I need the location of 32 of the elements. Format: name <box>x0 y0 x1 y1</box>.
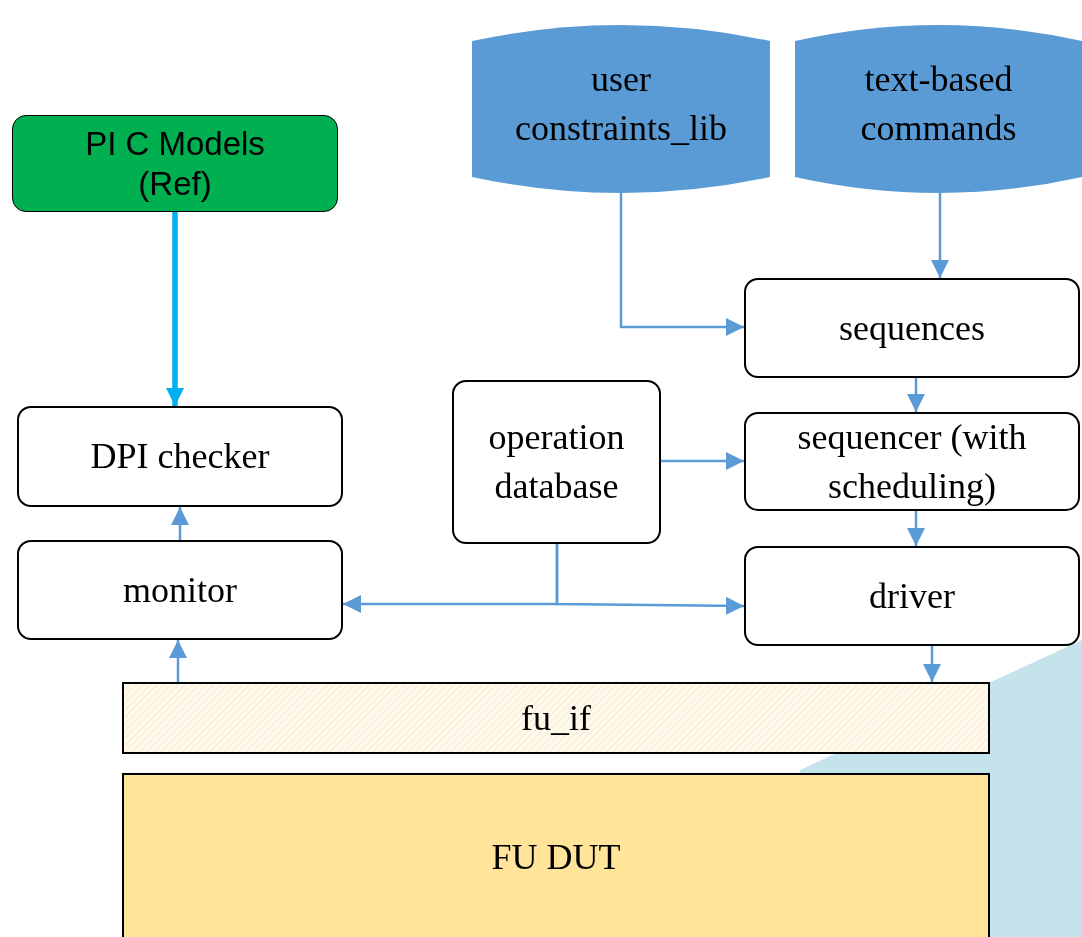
process-box <box>452 380 661 544</box>
node-label: monitor <box>123 568 237 612</box>
database-cylinder <box>472 25 770 193</box>
arrow <box>555 544 744 615</box>
process-box <box>17 540 343 640</box>
arrow <box>907 378 925 412</box>
model-box <box>12 115 338 212</box>
node-label: sequencer (with scheduling) <box>796 415 1028 508</box>
node-label: driver <box>869 574 955 618</box>
arrow <box>166 212 184 406</box>
node-label: sequences <box>839 306 985 350</box>
arrow <box>661 452 744 470</box>
process-box <box>744 412 1080 511</box>
node-label: operation database <box>487 416 626 508</box>
node-label: FU DUT <box>491 836 621 879</box>
arrow <box>619 193 744 336</box>
database-cylinder <box>795 25 1082 193</box>
arrow <box>907 511 925 546</box>
process-box <box>744 546 1080 646</box>
process-box <box>17 406 343 507</box>
interface-bar <box>122 682 990 754</box>
arrow <box>171 507 189 540</box>
node-label: text-based commands <box>859 58 1018 150</box>
node-label: fu_if <box>521 696 591 740</box>
arrow <box>931 193 949 278</box>
node-label: DPI checker <box>90 435 270 479</box>
node-label: PI C Models (Ref) <box>84 123 266 204</box>
arrow <box>923 646 941 682</box>
process-box <box>744 278 1080 378</box>
node-label: user constraints_lib <box>514 58 728 150</box>
arrow <box>169 640 187 682</box>
device-block <box>122 773 990 937</box>
